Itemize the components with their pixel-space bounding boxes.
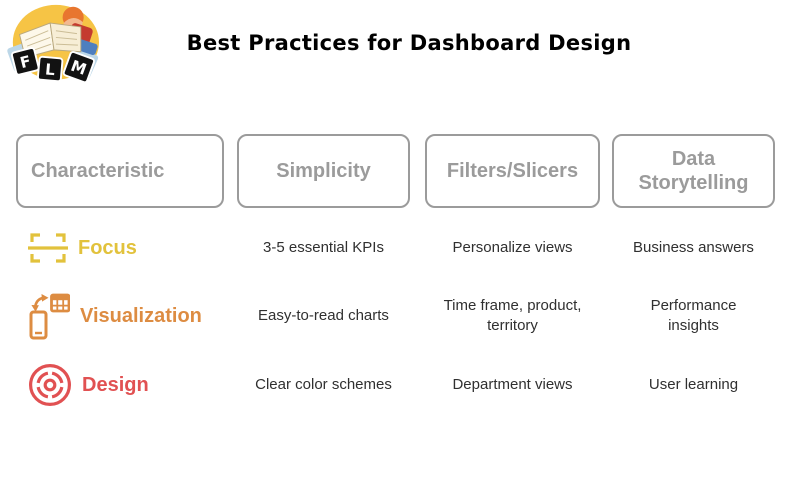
cell-visualization-simplicity: Easy-to-read charts: [258, 306, 389, 324]
table-row-focus: Focus 3-5 essential KPIs Personalize vie…: [0, 222, 800, 274]
logo-letter-m: M: [68, 57, 88, 79]
column-header-data-storytelling: Data Storytelling: [612, 134, 775, 208]
cell-focus-filters: Personalize views: [452, 238, 573, 256]
page-title: Best Practices for Dashboard Design: [186, 31, 632, 55]
row-label-focus: Focus: [28, 222, 137, 274]
row-label-design: Design: [28, 358, 149, 412]
device-to-chart-icon: [28, 291, 70, 341]
circular-maze-icon: [28, 363, 72, 407]
cell-design-simplicity: Clear color schemes: [255, 375, 392, 393]
cell-focus-simplicity: 3-5 essential KPIs: [263, 238, 384, 256]
focus-frame-icon: [28, 231, 68, 265]
flm-logo-illustration: F L M: [7, 4, 99, 84]
cell-visualization-storytelling: Performance insights: [650, 296, 737, 334]
table-row-design: Design Clear color schemes Department vi…: [0, 358, 800, 412]
cell-visualization-filters: Time frame, product, territory: [443, 296, 582, 334]
table-row-visualization: Visualization Easy-to-read charts Time f…: [0, 287, 800, 345]
cell-focus-storytelling: Business answers: [633, 238, 754, 256]
column-header-filters-slicers: Filters/Slicers: [425, 134, 600, 208]
row-label-visualization: Visualization: [28, 287, 202, 345]
cell-design-storytelling: User learning: [648, 375, 739, 393]
row-label-text: Focus: [78, 236, 137, 259]
row-label-text: Visualization: [80, 304, 202, 327]
column-header-characteristic: Characteristic: [16, 134, 224, 208]
column-header-simplicity: Simplicity: [237, 134, 410, 208]
cell-design-filters: Department views: [452, 375, 573, 393]
logo-letter-f: F: [18, 52, 32, 72]
flm-logo: F L M: [6, 2, 102, 92]
row-label-text: Design: [82, 373, 149, 396]
logo-letter-l: L: [44, 60, 56, 79]
